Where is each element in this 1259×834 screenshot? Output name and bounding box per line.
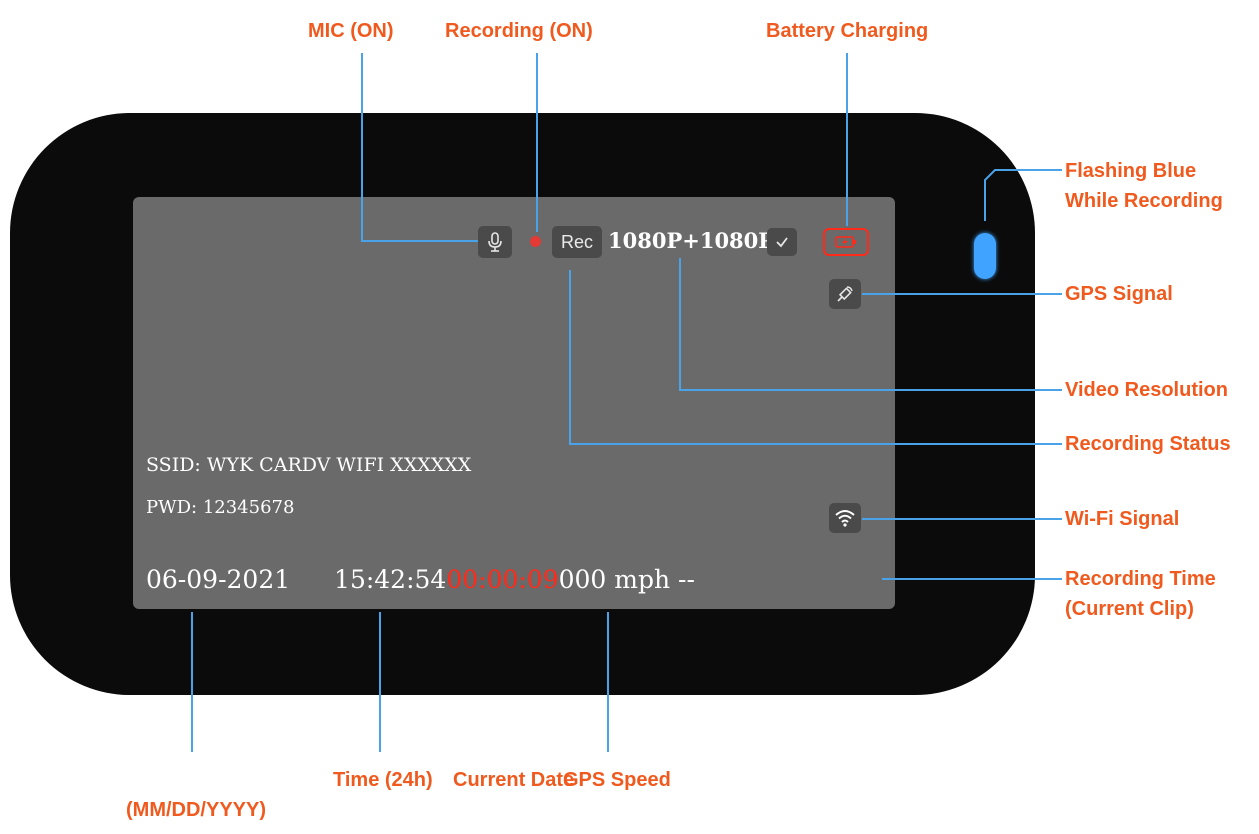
label-recording-time-1: Recording Time xyxy=(1065,568,1216,590)
check-icon-chip xyxy=(767,228,797,256)
leader-mic xyxy=(361,53,480,242)
label-time-24h: Time (24h) xyxy=(333,769,433,791)
label-mic: MIC (ON) xyxy=(308,20,394,42)
video-resolution-text: 1080P+1080P xyxy=(608,228,775,253)
speed-text: 000 mph -- xyxy=(558,565,695,594)
check-icon xyxy=(776,237,788,248)
mic-icon xyxy=(488,232,502,252)
label-gps-signal: GPS Signal xyxy=(1065,283,1173,305)
gps-icon-chip xyxy=(829,279,861,309)
label-recording-time-2: (Current Clip) xyxy=(1065,598,1194,620)
label-gps-speed: GPS Speed xyxy=(563,769,671,791)
clip-time-text: 00:00:09 xyxy=(446,565,559,594)
rec-status-text: Rec xyxy=(560,231,593,252)
label-flashing-2: While Recording xyxy=(1065,190,1223,212)
leader-led xyxy=(984,169,1062,221)
ssid-text: SSID: WYK CARDV WIFI XXXXXX xyxy=(146,454,472,476)
pwd-text: PWD: 12345678 xyxy=(146,497,295,518)
label-flashing-1: Flashing Blue xyxy=(1065,160,1197,182)
wifi-icon xyxy=(835,510,855,527)
gps-satellite-icon xyxy=(837,286,853,302)
label-wifi-signal: Wi-Fi Signal xyxy=(1065,508,1180,530)
mic-icon-chip xyxy=(478,226,512,258)
label-recording-on: Recording (ON) xyxy=(445,20,593,42)
label-video-resolution: Video Resolution xyxy=(1065,379,1228,401)
battery-charging-icon xyxy=(835,236,856,248)
time-text: 15:42:54 xyxy=(334,565,447,594)
wifi-icon-chip xyxy=(829,503,861,533)
label-recording-status: Recording Status xyxy=(1065,433,1231,455)
date-text: 06-09-2021 xyxy=(146,565,291,594)
label-current-date: Current Date xyxy=(453,769,575,791)
battery-charging-icon-chip xyxy=(823,228,869,256)
dashcam-screen xyxy=(133,197,895,609)
status-led xyxy=(974,233,996,279)
record-dot-icon xyxy=(530,236,541,247)
leader-rec-status xyxy=(569,270,1062,445)
label-date-format: (MM/DD/YYYY) xyxy=(126,799,266,821)
osd-bottom-row: 06-09-2021 15:42:5400:00:09000 mph -- xyxy=(146,565,695,594)
leader-resolution xyxy=(679,258,1062,391)
label-battery: Battery Charging xyxy=(766,20,929,42)
rec-status-chip: Rec xyxy=(552,226,602,258)
